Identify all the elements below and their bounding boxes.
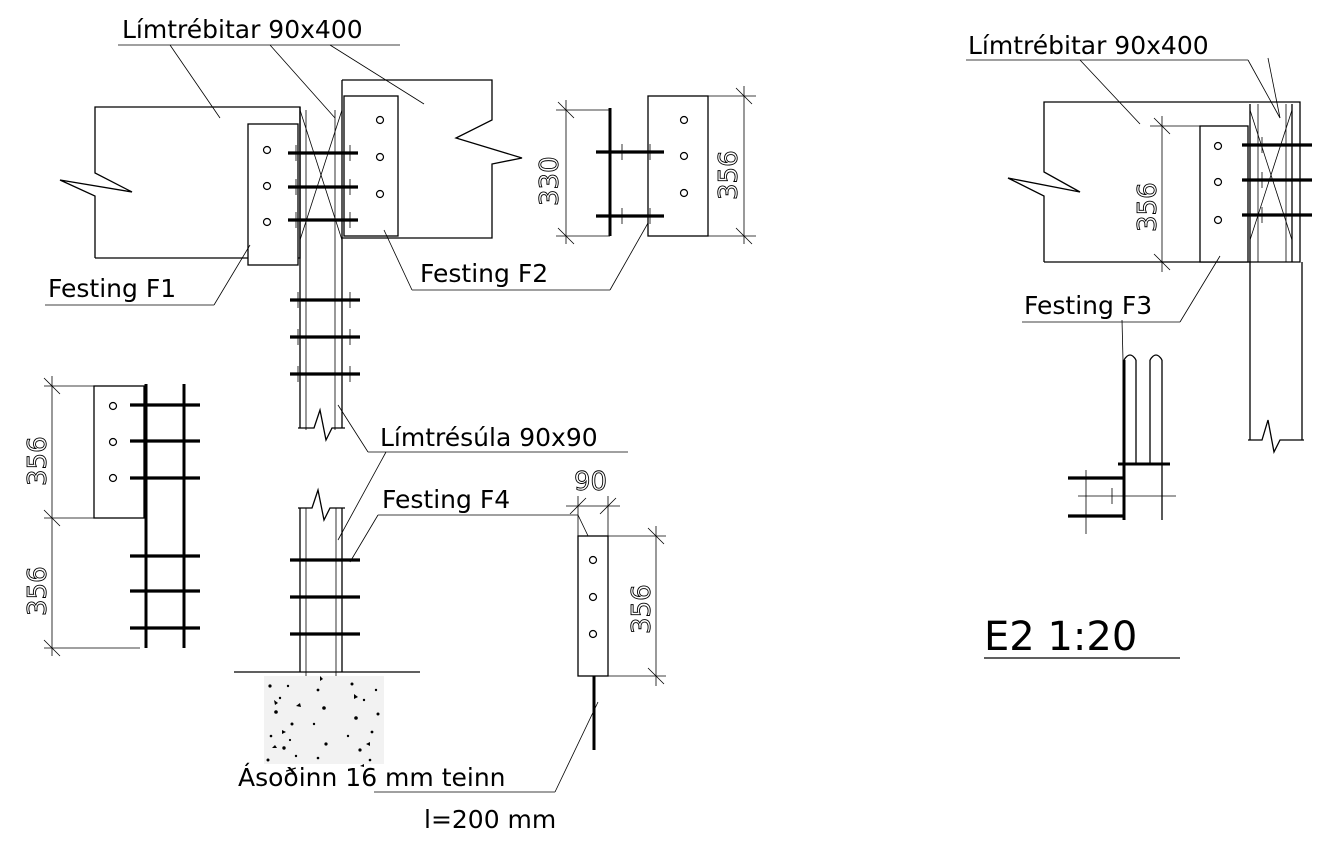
festing-f4-detail — [566, 496, 666, 750]
rod-label: Ásoðinn 16 mm teinn — [238, 763, 506, 792]
dim-f2-height: 330 — [535, 156, 565, 206]
concrete-hatch — [266, 676, 380, 767]
festing-f1-plate — [247, 123, 299, 266]
festing-f1-label: Festing F1 — [48, 274, 176, 303]
festing-f2-detail — [556, 86, 756, 245]
beam-right-label: Límtrébitar 90x400 — [968, 31, 1209, 60]
scale-label: E2 1:20 — [984, 614, 1137, 660]
beam-junction — [45, 44, 653, 442]
dim-f1-lower: 356 — [23, 566, 53, 616]
beam-top-label: Límtrébitar 90x400 — [122, 15, 363, 44]
festing-f1-detail — [43, 376, 200, 657]
dim-f4-plate: 356 — [627, 584, 657, 634]
column-base — [234, 404, 628, 793]
right-beam-outline — [342, 79, 523, 239]
festing-f2-label: Festing F2 — [420, 259, 548, 288]
dim-f2-plate: 356 — [714, 150, 744, 200]
festing-f3-detail — [966, 57, 1312, 534]
column-label: Límtrésúla 90x90 — [380, 423, 598, 452]
dim-f3-plate: 356 — [1133, 182, 1163, 232]
festing-f2-plate — [343, 95, 399, 237]
dim-f4-width: 90 — [574, 467, 607, 497]
rod-length-label: l=200 mm — [424, 805, 556, 834]
festing-f3-label: Festing F3 — [1024, 291, 1152, 320]
festing-f4-label: Festing F4 — [382, 485, 510, 514]
dim-f1-plate: 356 — [23, 436, 53, 486]
